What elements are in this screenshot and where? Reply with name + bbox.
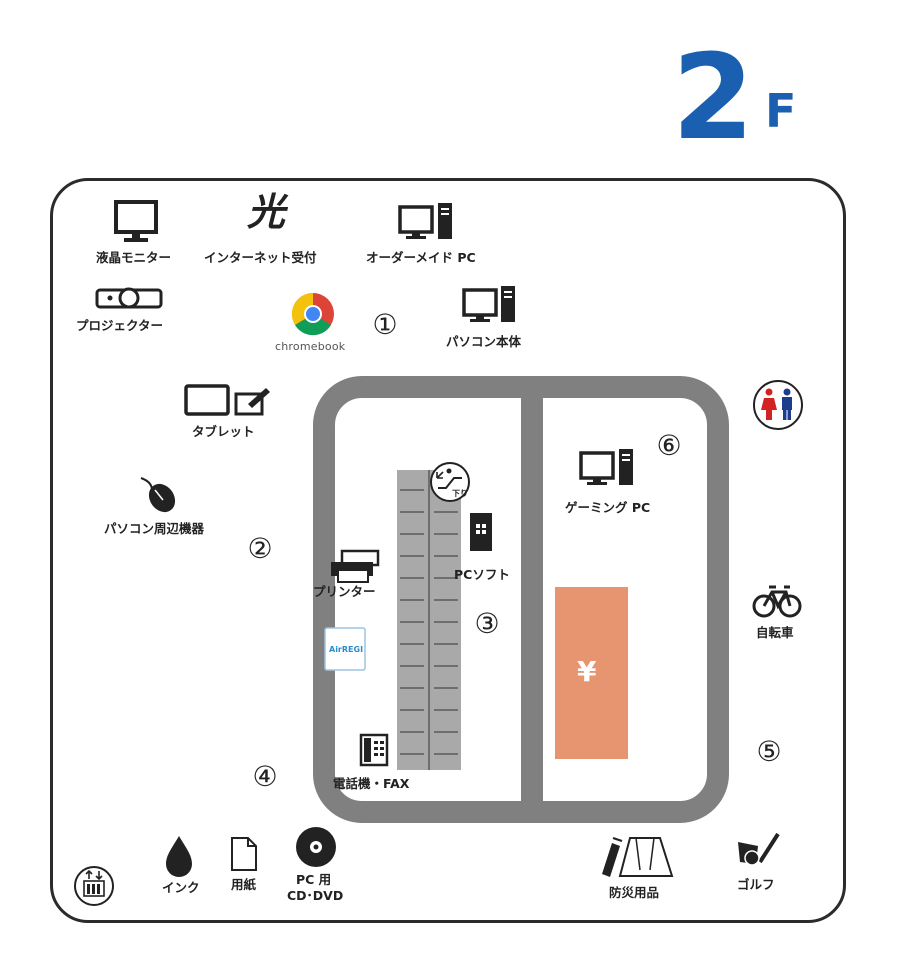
aisle-outer [313,376,729,823]
zone-4: ④ [252,760,278,793]
label-tablet: タブレット [192,424,255,439]
airregi-logo [324,627,366,671]
custom-pc-icon [398,203,452,239]
label-cd-dvd-1: PC 用 [296,872,332,887]
label-pc-body: パソコン本体 [446,334,522,349]
gaming-pc-icon [579,449,633,485]
escalator-down-icon [430,462,470,502]
label-golf: ゴルフ [737,877,775,892]
label-projector: プロジェクター [76,318,164,333]
label-airregi: AirREGI [329,645,364,654]
label-chromebook: chromebook [275,340,346,353]
tablet-icon [184,384,270,416]
projector-icon [95,287,163,309]
register-counter [555,587,628,759]
register-yen: ¥ [577,655,597,688]
zone-2: ② [247,532,273,565]
pc-body-icon [462,286,515,322]
label-lcd-monitor: 液晶モニター [96,250,172,265]
zone-6: ⑥ [656,429,682,462]
label-escalator-down: 下り [452,489,468,498]
label-peripherals: パソコン周辺機器 [104,521,205,536]
ink-drop-icon [166,836,192,877]
zone-5: ⑤ [756,735,782,768]
golf-icon [738,832,780,866]
cd-dvd-icon [296,827,336,867]
disaster-goods-icon [602,837,674,877]
mouse-icon [140,477,176,513]
lcd-monitor-icon [114,200,158,242]
label-phone-fax: 電話機・FAX [333,776,410,791]
label-printer: プリンター [313,584,376,599]
paper-icon [231,837,257,871]
bicycle-icon [752,585,802,618]
windows-soft-icon [470,513,492,551]
elevator-icon [74,866,114,906]
floor-number: 2 [672,28,754,166]
floor-suffix: F [765,84,797,138]
chrome-logo-icon [291,292,334,336]
label-gaming-pc: ゲーミング PC [565,500,651,515]
label-pc-soft: PCソフト [454,567,510,582]
label-paper: 用紙 [231,877,257,892]
label-bicycle: 自転車 [756,625,794,640]
label-disaster-goods: 防災用品 [609,885,660,900]
label-internet-desk: インターネット受付 [204,250,317,265]
floor-outline [50,178,846,923]
label-ink: インク [162,880,200,895]
escalator-steps [400,489,458,755]
toilet-icon [753,380,803,430]
zone-1: ① [372,308,398,341]
label-cd-dvd-2: CD･DVD [287,888,344,903]
phone-fax-icon [359,733,389,767]
hikari-icon: 光 [247,190,286,234]
zone-3: ③ [474,607,500,640]
printer-icon [331,549,380,583]
label-custom-pc: オーダーメイド PC [366,250,476,265]
